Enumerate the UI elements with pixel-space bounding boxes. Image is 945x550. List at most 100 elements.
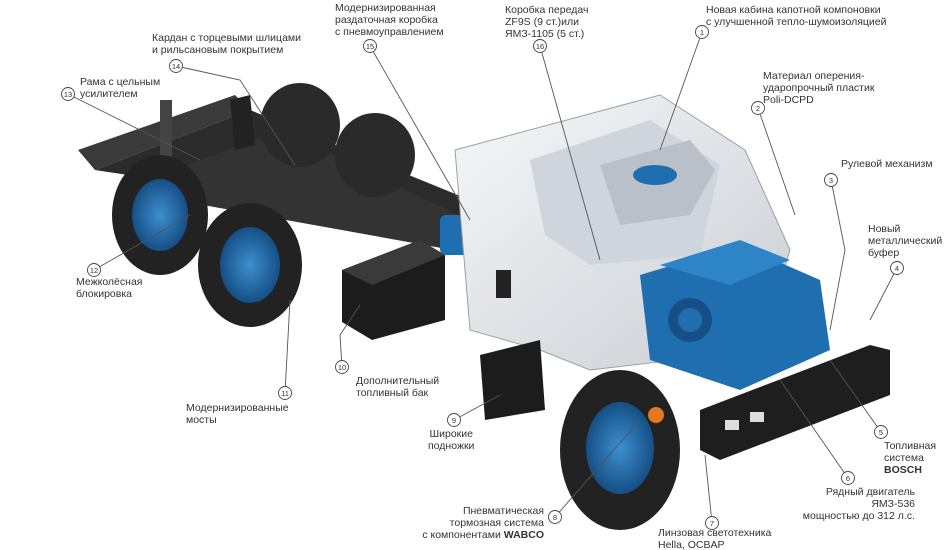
callout-9-line-2: подножки [428, 440, 475, 452]
callout-16-label: Коробка передач ZF9S (9 ст.)или ЯМЗ-1105… [505, 4, 588, 40]
callout-number-2: 2 [756, 104, 760, 113]
callout-7-line-1: Линзовая светотехника [658, 527, 772, 539]
callout-number-7: 7 [710, 519, 714, 528]
callout-13-line-1: Рама с цельным [80, 76, 161, 88]
callout-4-line-2: металлический [868, 235, 943, 247]
callout-4-line-3: буфер [868, 247, 900, 259]
leader-line-14 [175, 65, 296, 166]
callout-13-line-2: усилителем [80, 88, 138, 100]
callout-2-label: Материал оперения- ударопрочный пластик … [763, 70, 874, 106]
callout-3-line-1: Рулевой механизм [841, 158, 933, 170]
callout-marker-8: 8 [548, 510, 562, 524]
leader-line-10 [339, 304, 361, 368]
callout-16-line-3: ЯМЗ-1105 (5 ст.) [505, 28, 585, 40]
callout-marker-2: 2 [751, 101, 765, 115]
callout-4-label: Новый металлический буфер [868, 223, 942, 259]
leader-line-13 [67, 93, 201, 161]
callout-marker-6: 6 [841, 471, 855, 485]
leader-line-6 [779, 379, 849, 479]
leader-line-16 [539, 45, 601, 261]
callout-11-line-2: мосты [186, 414, 217, 426]
callout-marker-13: 13 [61, 87, 75, 101]
callout-marker-12: 12 [87, 263, 101, 277]
callout-marker-10: 10 [335, 360, 349, 374]
callout-5-label: Топливная система BOSCH [884, 440, 936, 476]
callout-12-line-2: блокировка [76, 288, 133, 300]
callout-10-label: Дополнительный топливный бак [356, 375, 439, 399]
callout-8-line-1: Пневматическая [462, 505, 544, 517]
callout-12-line-1: Межколёсная [76, 276, 143, 288]
callout-1-line-2: с улучшенной тепло-шумоизоляцией [706, 16, 887, 28]
callout-7-label: Линзовая светотехника Hella, OCBAP [658, 527, 771, 550]
callout-6-line-1: Рядный двигатель [825, 486, 915, 498]
leader-line-2 [757, 107, 796, 216]
callout-9-line-1: Широкие [429, 428, 473, 440]
callout-marker-5: 5 [874, 425, 888, 439]
leader-line-9 [453, 394, 501, 421]
callout-marker-7: 7 [705, 516, 719, 530]
callout-8-label: Пневматическая тормозная система с компо… [414, 505, 544, 541]
callout-5-brand: BOSCH [884, 464, 922, 476]
callout-6-line-2: ЯМЗ-536 [871, 498, 915, 510]
callout-10-line-2: топливный бак [356, 387, 429, 399]
callout-number-16: 16 [536, 42, 544, 51]
callout-12-label: Межколёсная блокировка [76, 276, 142, 300]
callout-marker-16: 16 [533, 39, 547, 53]
leader-line-11 [284, 299, 291, 394]
callout-5-line-2: система [884, 452, 924, 464]
callout-number-12: 12 [90, 266, 98, 275]
callout-number-14: 14 [172, 62, 180, 71]
callout-15-line-3: с пневмоуправлением [335, 26, 444, 38]
callout-15-label: Модернизированная раздаточная коробка с … [335, 2, 444, 38]
front-bumper [700, 345, 890, 460]
callout-number-6: 6 [846, 474, 850, 483]
callout-14-line-2: и рильсановым покрытием [152, 44, 284, 56]
callout-8-prefix: с компонентами [422, 529, 501, 541]
callout-11-label: Модернизированные мосты [186, 402, 289, 426]
callout-number-8: 8 [553, 513, 557, 522]
rear-wheel-right [260, 83, 415, 197]
callout-marker-4: 4 [890, 261, 904, 275]
callout-2-line-3: Poli-DCPD [763, 94, 814, 106]
callout-1-label: Новая кабина капотной компоновки с улучш… [706, 4, 887, 28]
callout-number-1: 1 [700, 28, 704, 37]
callout-13-label: Рама с цельным усилителем [80, 76, 160, 100]
callout-7-line-2: Hella, OCBAP [658, 539, 725, 550]
callout-marker-3: 3 [824, 173, 838, 187]
callout-2-line-2: ударопрочный пластик [763, 82, 875, 94]
callout-16-line-1: Коробка передач [505, 4, 589, 16]
callout-8-brand: WABCO [503, 529, 544, 541]
callout-marker-14: 14 [169, 59, 183, 73]
callout-8-line-2: тормозная система [449, 517, 544, 529]
callout-number-11: 11 [281, 389, 289, 398]
leader-line-5 [829, 359, 882, 433]
rear-wheel-left-2 [198, 203, 302, 327]
callout-6-line-3: мощностью до 312 л.с. [802, 510, 915, 522]
callout-marker-9: 9 [447, 413, 461, 427]
callout-4-line-1: Новый [868, 223, 901, 235]
rear-wheel-left-1 [112, 155, 208, 275]
callout-number-3: 3 [829, 176, 833, 185]
callout-number-4: 4 [895, 264, 899, 273]
leader-line-8 [554, 419, 641, 518]
callout-number-13: 13 [64, 90, 72, 99]
callout-number-5: 5 [879, 428, 883, 437]
callout-14-label: Кардан с торцевыми шлицами и рильсановым… [152, 32, 301, 56]
leader-line-4 [869, 267, 898, 321]
callout-marker-1: 1 [695, 25, 709, 39]
callout-1-line-1: Новая кабина капотной компоновки [706, 4, 881, 16]
leader-line-3 [829, 179, 846, 331]
callout-11-line-1: Модернизированные [186, 402, 289, 414]
leader-line-12 [93, 214, 191, 271]
callout-2-line-1: Материал оперения- [763, 70, 865, 82]
engine [640, 240, 830, 390]
callout-number-10: 10 [338, 363, 346, 372]
callout-number-9: 9 [452, 416, 456, 425]
callout-6-label: Рядный двигатель ЯМЗ-536 мощностью до 31… [795, 486, 915, 522]
callout-15-line-1: Модернизированная [335, 2, 436, 14]
side-steps [480, 340, 545, 420]
leader-lines [67, 31, 898, 524]
